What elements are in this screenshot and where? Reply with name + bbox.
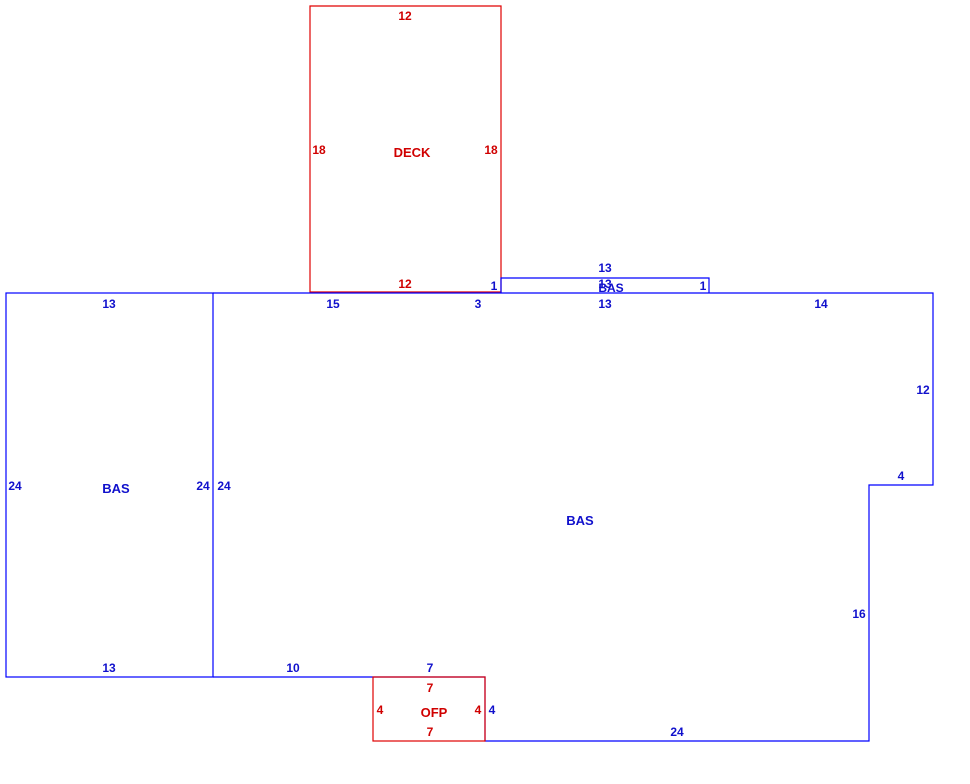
bas-strip-label: BAS [598,281,623,295]
bas-main-dim-right-upper: 12 [916,383,930,397]
bas-left-dim-bottom: 13 [102,661,116,675]
bas-strip-area: 13 13 BAS 1 [500,261,710,295]
ofp-dim-right: 4 [475,703,482,717]
bas-left-dim-top: 13 [102,297,116,311]
ofp-outline [372,676,486,742]
bas-main-label: BAS [566,513,594,528]
deck-label: DECK [394,145,431,160]
bas-main-dim-bottom-right: 24 [670,725,684,739]
bas-main-dim-notch-side: 4 [489,703,496,717]
ofp-dim-left: 4 [377,703,384,717]
ofp-area: 7 4 4 7 OFP [372,676,486,742]
deck-area: 12 18 18 12 DECK [309,5,502,293]
deck-dim-top: 12 [398,9,412,23]
ofp-dim-bottom: 7 [427,725,434,739]
bas-main-dim-left: 24 [217,479,231,493]
bas-main-dim-top-d: 14 [814,297,828,311]
bas-main-dim-deck-step: 1 [491,279,498,293]
bas-strip-outline [500,277,710,293]
ofp-dim-top: 7 [427,681,434,695]
bas-left-label: BAS [102,481,130,496]
bas-strip-dim-top: 13 [598,261,612,275]
bas-left-dim-right: 24 [196,479,210,493]
deck-dim-bottom: 12 [398,277,412,291]
bas-main-area: 24 15 3 13 14 1 12 4 16 24 10 7 4 BAS [213,279,934,742]
deck-dim-right: 18 [484,143,498,157]
bas-main-dim-right-lower: 16 [852,607,866,621]
bas-main-dim-bottom-left: 10 [286,661,300,675]
bas-left-dim-left: 24 [8,479,22,493]
bas-strip-dim-right: 1 [700,279,707,293]
bas-main-dim-right-step: 4 [898,469,905,483]
bas-main-dim-top-a: 15 [326,297,340,311]
ofp-label: OFP [421,705,448,720]
bas-left-outline [5,292,214,678]
bas-main-dim-top-b: 3 [475,297,482,311]
deck-dim-left: 18 [312,143,326,157]
bas-main-dim-bottom-mid: 7 [427,661,434,675]
deck-outline [309,5,502,293]
bas-strip-dim-inner: 13 [598,277,612,291]
bas-left-area: 13 24 24 13 BAS [5,292,214,678]
bas-main-dim-top-c: 13 [598,297,612,311]
